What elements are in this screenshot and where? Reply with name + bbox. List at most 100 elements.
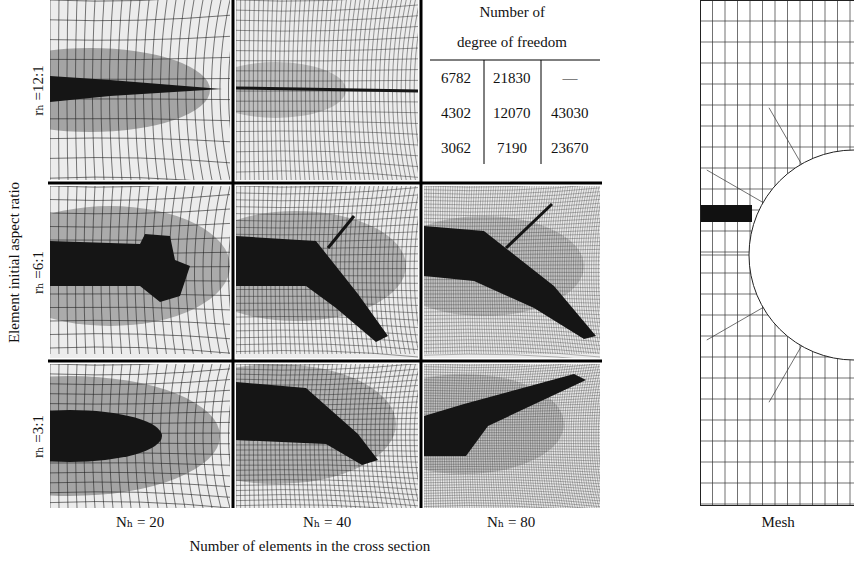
mesh-line xyxy=(236,323,418,327)
mesh-line xyxy=(236,217,418,221)
mesh-line xyxy=(410,186,418,354)
table-cell: 21830 xyxy=(493,71,531,86)
mesh-line xyxy=(700,483,854,484)
mesh-line xyxy=(236,380,418,385)
damage-band xyxy=(236,236,388,342)
simulation-panel xyxy=(236,0,418,180)
mesh-line xyxy=(519,364,525,508)
mesh-line xyxy=(424,211,600,216)
mesh-line xyxy=(424,203,600,208)
mesh-line xyxy=(236,364,418,370)
mesh-line xyxy=(236,450,418,451)
mesh-line xyxy=(424,347,600,353)
mesh-line xyxy=(424,464,600,467)
mesh-line xyxy=(424,219,600,223)
mesh-line xyxy=(397,364,406,508)
mesh-line xyxy=(236,444,418,446)
mesh-line xyxy=(236,151,418,156)
axis-label: Nₕ = 20 xyxy=(116,515,164,530)
damage-band xyxy=(506,204,552,248)
mesh-line xyxy=(424,503,600,508)
mesh-line xyxy=(424,351,600,358)
simulation-panel xyxy=(236,186,418,358)
mesh-line xyxy=(50,482,230,487)
table-cell: 3062 xyxy=(441,141,471,156)
mesh-line xyxy=(236,80,418,82)
damage-band xyxy=(236,88,418,91)
mesh-line xyxy=(424,301,600,303)
mesh-line xyxy=(50,463,230,466)
mesh-line xyxy=(236,186,418,187)
mesh-line xyxy=(424,477,600,481)
mesh-line xyxy=(424,354,600,358)
mesh-line xyxy=(236,232,418,235)
mesh-line xyxy=(50,15,230,21)
mesh-panel xyxy=(700,0,854,506)
mesh-line xyxy=(560,186,568,354)
mesh-line xyxy=(424,456,600,458)
mesh-line xyxy=(700,126,854,127)
mesh-line xyxy=(485,364,489,508)
axis-label: rₕ =3:1 xyxy=(30,415,45,458)
table-line xyxy=(541,60,542,164)
mesh-line xyxy=(700,84,854,85)
mesh-line xyxy=(769,346,802,402)
mesh-line xyxy=(178,364,186,508)
mesh-line xyxy=(236,111,418,113)
mesh-line xyxy=(240,0,241,180)
table-cell: degree of freedom xyxy=(457,35,567,50)
mesh-line xyxy=(236,0,418,1)
simulation-panel xyxy=(50,0,230,180)
damage-band xyxy=(328,216,354,248)
mesh-line xyxy=(195,364,204,508)
mesh-line xyxy=(50,209,230,214)
mesh-line xyxy=(406,186,416,354)
mesh-line xyxy=(50,118,230,120)
mesh-line xyxy=(236,195,418,201)
mesh-line xyxy=(50,223,230,227)
mesh-line xyxy=(700,378,854,379)
mesh-line xyxy=(424,461,600,464)
mesh-line xyxy=(50,401,230,404)
table-cell: 43030 xyxy=(551,106,589,121)
mesh-line xyxy=(253,0,254,180)
mesh-line xyxy=(236,202,418,207)
damage-band xyxy=(236,382,378,465)
mesh-line xyxy=(50,177,230,180)
mesh-line xyxy=(236,485,418,490)
mesh-line xyxy=(50,320,230,324)
mesh-line xyxy=(212,364,222,508)
mesh-line xyxy=(212,0,222,180)
axis-label: Element initial aspect ratio xyxy=(7,181,22,342)
damage-band xyxy=(50,234,190,302)
mesh-line xyxy=(424,215,600,219)
simulation-panel xyxy=(424,364,600,508)
mesh-line xyxy=(236,187,418,194)
mesh-line xyxy=(236,131,418,134)
mesh-line xyxy=(244,0,246,180)
mesh-line xyxy=(551,186,559,354)
mesh-line xyxy=(585,364,595,508)
axis-label: Nₕ = 40 xyxy=(303,515,351,530)
mesh-line xyxy=(236,16,418,22)
mesh-line xyxy=(50,390,230,394)
mesh-line xyxy=(236,490,418,495)
mesh-line xyxy=(236,37,418,41)
mesh-line xyxy=(236,364,418,365)
mesh-line xyxy=(490,364,494,508)
mesh-line xyxy=(236,330,418,335)
mesh-line xyxy=(236,224,418,228)
mesh-line xyxy=(769,108,802,164)
mesh-line xyxy=(424,479,600,483)
mesh-line xyxy=(50,138,230,142)
mesh-line xyxy=(50,238,230,241)
mesh-line xyxy=(353,186,360,354)
hole xyxy=(749,150,854,360)
mesh-line xyxy=(700,63,854,64)
mesh-line xyxy=(424,364,600,368)
mesh-line xyxy=(50,334,230,339)
mesh-line xyxy=(424,343,600,349)
damage-band xyxy=(424,374,586,456)
axis-label: rₕ =6:1 xyxy=(30,251,45,294)
